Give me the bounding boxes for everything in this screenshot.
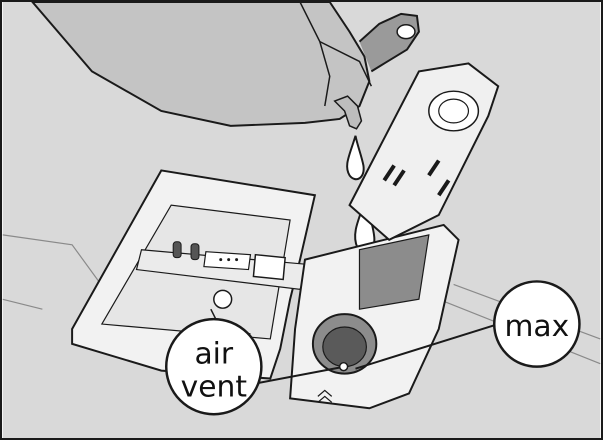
max-callout: max [494, 281, 579, 366]
air-vent-label-line2: vent [181, 369, 247, 404]
air-vent-callout: air vent [166, 319, 261, 414]
air-vent-label-line1: air [194, 337, 233, 372]
max-label: max [504, 309, 569, 344]
